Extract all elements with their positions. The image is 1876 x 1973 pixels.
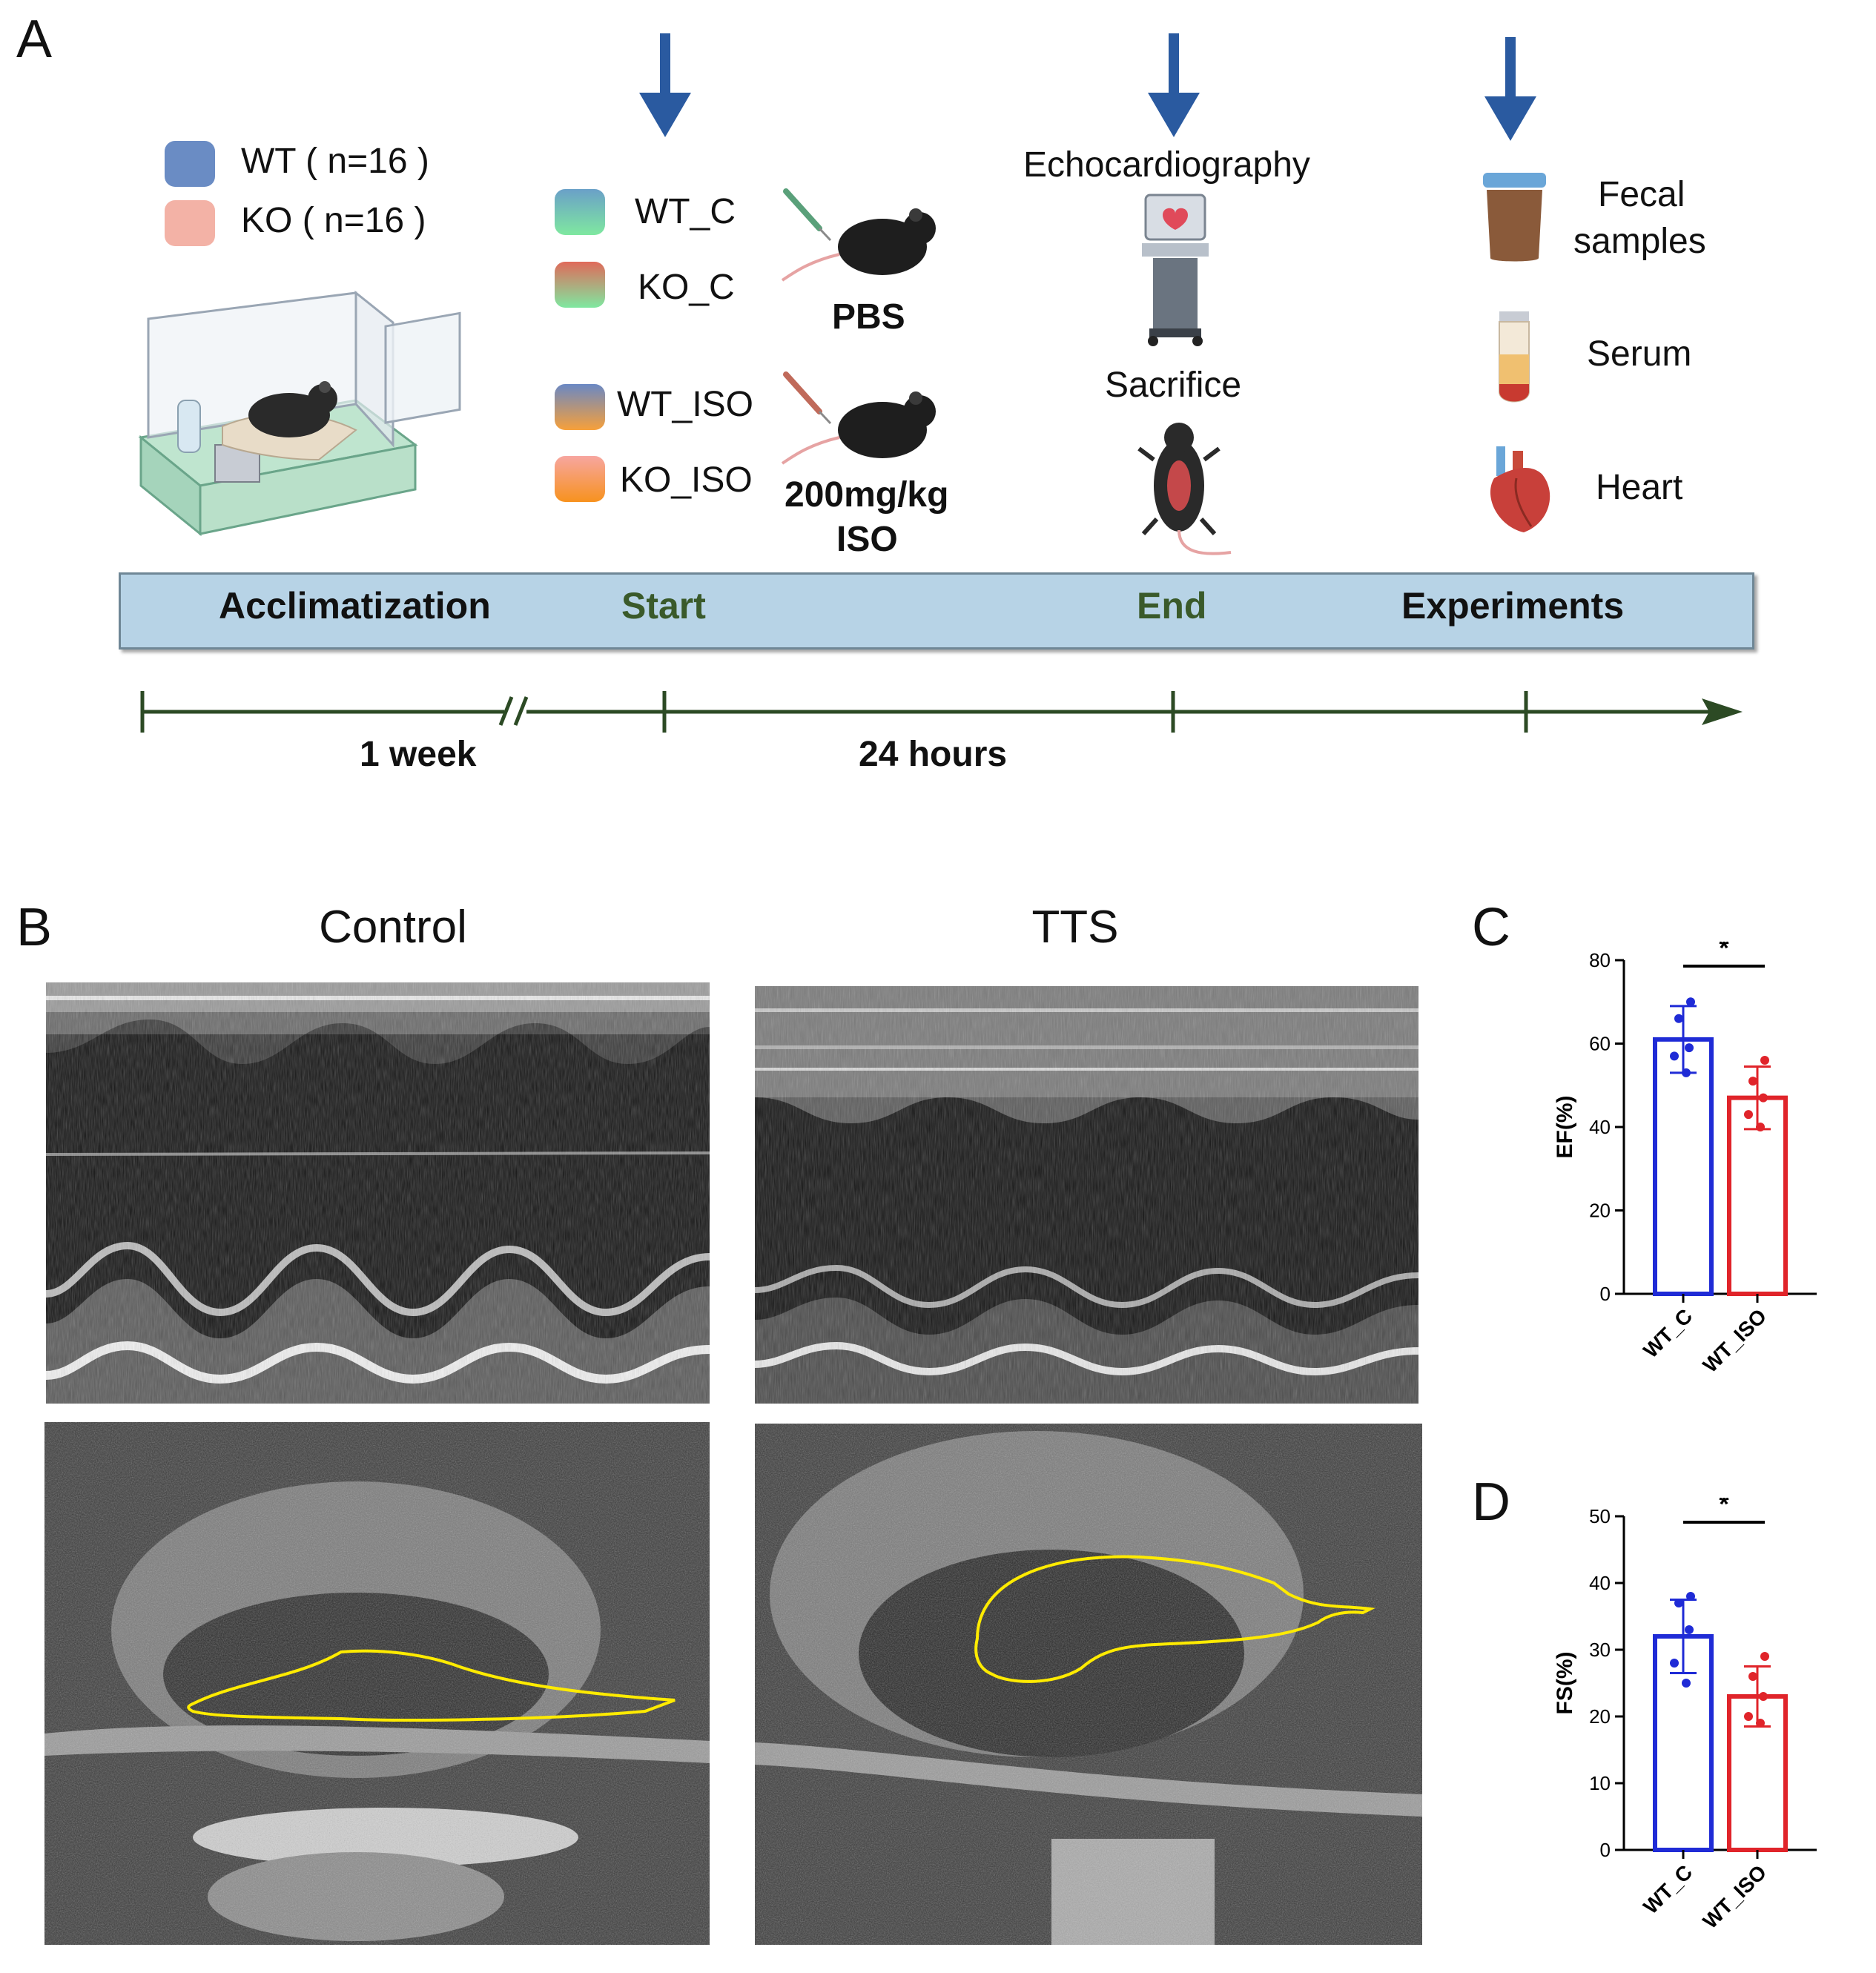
- treatment-iso-name: ISO: [836, 520, 898, 559]
- data-point: [1670, 1051, 1679, 1061]
- down-arrow-icon-start: [639, 33, 691, 137]
- group-swatch-wt-c: [555, 189, 605, 235]
- mouse-iso-icon: [781, 371, 936, 465]
- x-tick-label: WT_C: [1639, 1860, 1697, 1918]
- data-point: [1674, 1599, 1683, 1607]
- data-point: [1682, 1679, 1691, 1688]
- data-point: [1682, 1068, 1691, 1077]
- data-point: [1759, 1692, 1768, 1701]
- stage-experiments: Experiments: [1401, 585, 1625, 627]
- mouse-pbs-icon: [781, 188, 936, 282]
- data-point: [1670, 1659, 1679, 1668]
- duration-24-hours: 24 hours: [859, 735, 1008, 774]
- heart-icon: [1490, 446, 1550, 532]
- data-point: [1760, 1652, 1769, 1661]
- group-swatch-ko-c: [555, 262, 605, 308]
- panel-b-letter: B: [16, 898, 53, 957]
- legend-swatch-ko: [165, 200, 215, 246]
- treatment-pbs: PBS: [832, 297, 905, 337]
- y-tick-label: 10: [1589, 1772, 1611, 1794]
- y-tick-label: 60: [1589, 1033, 1611, 1055]
- group-label-wt-c: WT_C: [635, 192, 736, 231]
- legend-label-ko: KO ( n=16 ): [241, 201, 426, 240]
- y-axis-label: EF(%): [1553, 1096, 1577, 1159]
- significance-star: *: [1719, 1498, 1729, 1518]
- panel-d-letter: D: [1472, 1473, 1510, 1532]
- duration-1-week: 1 week: [360, 735, 477, 774]
- mouse-cage-illustration: [138, 290, 461, 537]
- data-point: [1748, 1077, 1757, 1086]
- group-swatch-wt-iso: [555, 384, 605, 430]
- time-axis: [140, 691, 1743, 733]
- bmode-tts-image: [755, 1424, 1422, 1945]
- stage-end: End: [1137, 585, 1207, 627]
- stage-start: Start: [621, 585, 706, 627]
- sample-heart: Heart: [1596, 468, 1683, 507]
- y-tick-label: 40: [1589, 1572, 1611, 1594]
- timeline-stage-bar: [119, 572, 1754, 650]
- data-point: [1686, 997, 1695, 1007]
- stage-acclimatization: Acclimatization: [219, 585, 491, 627]
- ultrasound-machine-icon: [1142, 194, 1209, 346]
- x-tick-label: WT_ISO: [1698, 1304, 1771, 1377]
- significance-star: *: [1719, 942, 1729, 962]
- legend-label-wt: WT ( n=16 ): [241, 142, 429, 181]
- data-point: [1760, 1056, 1769, 1065]
- group-label-wt-iso: WT_ISO: [617, 385, 754, 424]
- serum-tube-icon: [1499, 311, 1530, 403]
- sample-fecal-line2: samples: [1573, 222, 1706, 261]
- data-point: [1744, 1110, 1753, 1120]
- y-tick-label: 0: [1600, 1283, 1611, 1305]
- data-point: [1744, 1712, 1753, 1721]
- group-swatch-ko-iso: [555, 456, 605, 502]
- mmode-tts-image: [755, 986, 1418, 1404]
- data-point: [1685, 1625, 1694, 1634]
- echo-label: Echocardiography: [1023, 145, 1310, 185]
- y-tick-label: 0: [1600, 1839, 1611, 1861]
- y-tick-label: 20: [1589, 1200, 1611, 1222]
- data-point: [1759, 1093, 1768, 1103]
- fecal-sample-tube-icon: [1483, 173, 1546, 262]
- legend-swatch-wt: [165, 141, 215, 187]
- panel-c-letter: C: [1472, 898, 1510, 957]
- y-tick-label: 80: [1589, 949, 1611, 971]
- down-arrow-icon-end: [1148, 33, 1200, 137]
- y-tick-label: 40: [1589, 1116, 1611, 1138]
- treatment-iso-dose: 200mg/kg: [785, 475, 949, 515]
- sample-fecal-line1: Fecal: [1598, 175, 1685, 214]
- data-point: [1756, 1123, 1765, 1131]
- column-title-tts: TTS: [1031, 902, 1119, 953]
- data-point: [1748, 1672, 1757, 1681]
- y-axis-label: FS(%): [1553, 1652, 1577, 1715]
- sacrifice-label: Sacrifice: [1105, 366, 1242, 405]
- y-tick-label: 30: [1589, 1639, 1611, 1661]
- group-label-ko-iso: KO_ISO: [620, 460, 753, 500]
- data-point: [1674, 1014, 1683, 1023]
- x-tick-label: WT_ISO: [1698, 1860, 1771, 1933]
- sample-serum: Serum: [1587, 334, 1692, 374]
- down-arrow-icon-experiments: [1484, 37, 1536, 141]
- column-title-control: Control: [319, 902, 467, 953]
- x-tick-label: WT_C: [1639, 1304, 1697, 1362]
- data-point: [1686, 1592, 1695, 1601]
- y-tick-label: 50: [1589, 1505, 1611, 1527]
- data-point: [1756, 1719, 1765, 1728]
- data-point: [1685, 1043, 1694, 1053]
- y-tick-label: 20: [1589, 1705, 1611, 1728]
- bmode-control-image: [44, 1422, 710, 1945]
- group-label-ko-c: KO_C: [638, 268, 735, 307]
- mmode-control-image: [46, 982, 710, 1404]
- dissected-mouse-icon: [1137, 423, 1232, 555]
- bar-wt-c: [1653, 1037, 1714, 1296]
- panel-a-letter: A: [16, 10, 53, 69]
